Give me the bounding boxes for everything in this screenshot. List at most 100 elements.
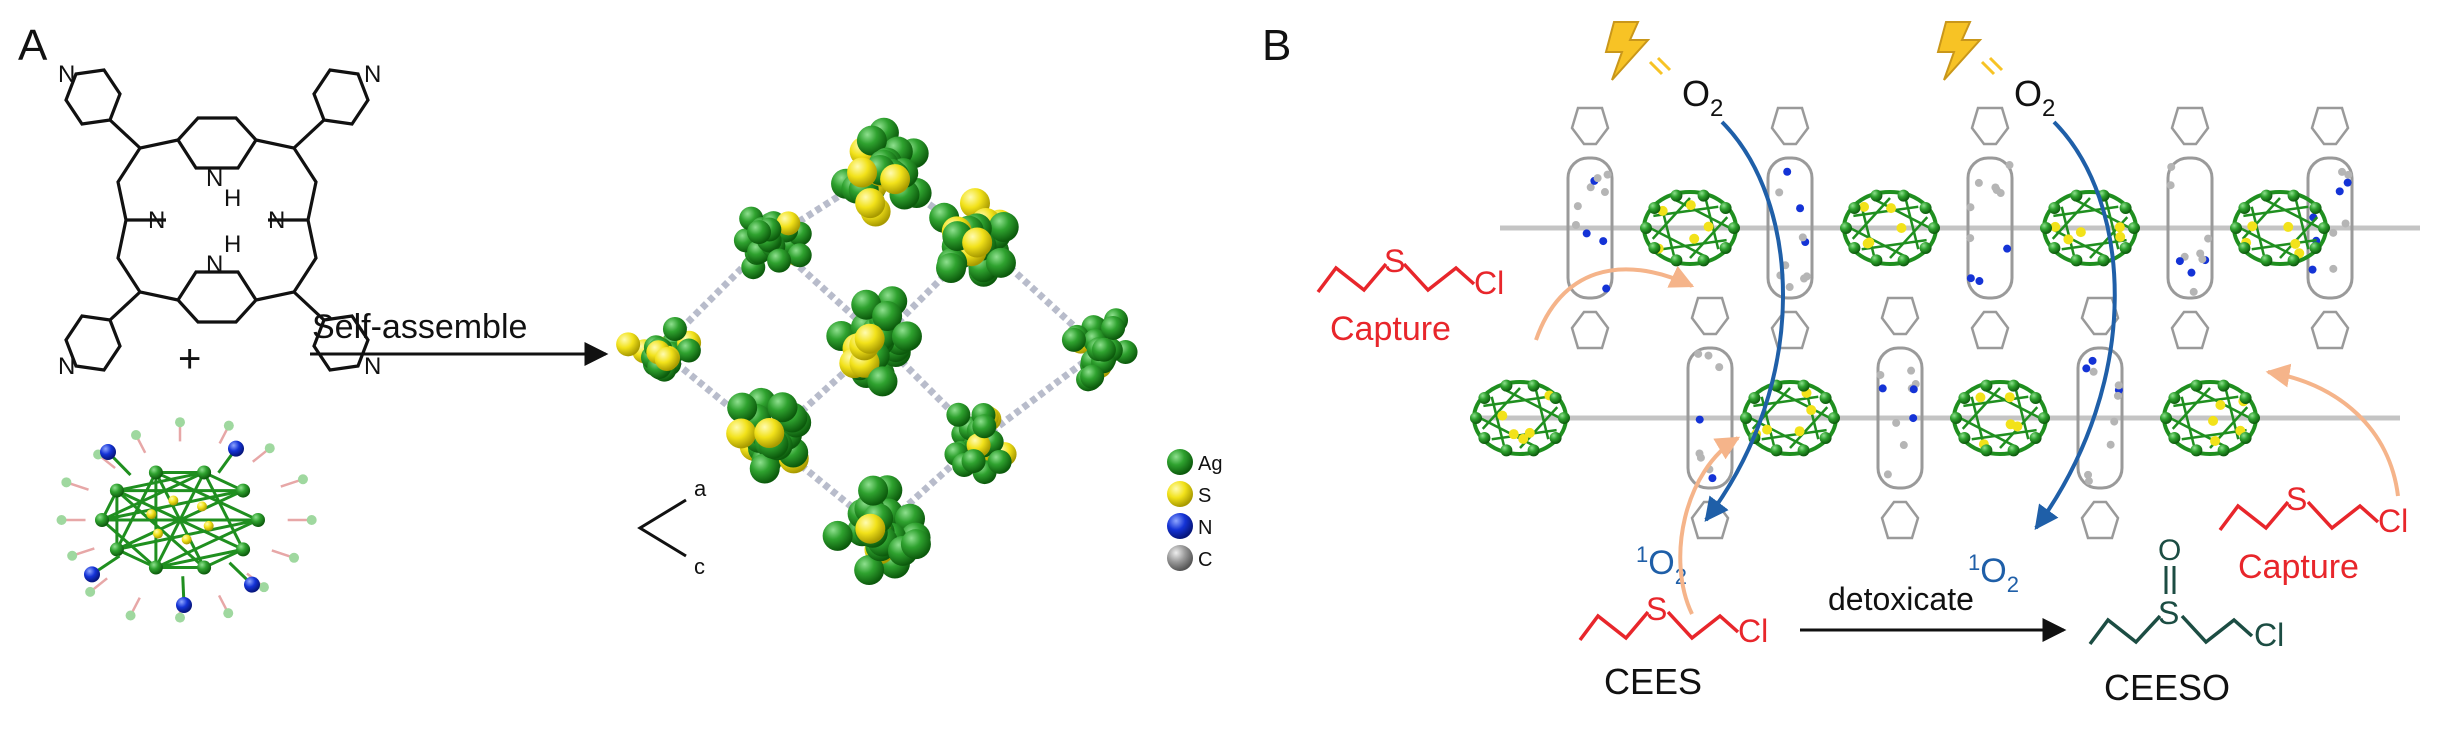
chain-atom bbox=[2166, 181, 2175, 190]
chain-atom bbox=[1694, 349, 1703, 358]
chain-ag-atom bbox=[1958, 431, 1971, 444]
capture-label-left: Capture bbox=[1330, 310, 1451, 348]
chain-atom bbox=[1571, 220, 1580, 229]
cluster-ag-atom bbox=[251, 513, 265, 527]
cluster-ag-atom bbox=[197, 465, 212, 480]
chain-ag-atom bbox=[2168, 431, 2181, 444]
reaction-label: detoxicate bbox=[1828, 581, 1974, 617]
chain-ag-atom bbox=[2048, 202, 2061, 215]
chain-s-atom bbox=[2114, 222, 2125, 233]
chain-ag-bond bbox=[1961, 387, 2001, 430]
chain-ag-atom bbox=[1848, 241, 1861, 254]
chain-ag-atom bbox=[1928, 222, 1940, 234]
framework-ag-atom bbox=[676, 338, 701, 363]
chain-atom bbox=[2113, 391, 2122, 400]
chain-s-atom bbox=[1524, 427, 1535, 438]
chain-s-atom bbox=[1508, 429, 1519, 440]
ligand-atom bbox=[125, 610, 136, 621]
chain-pyridyl bbox=[1770, 106, 1810, 146]
ceeso-chlorine: Cl bbox=[2254, 617, 2284, 653]
chain-atom bbox=[2189, 287, 2198, 296]
chain-ag-atom bbox=[1719, 241, 1732, 254]
ligand-atom bbox=[175, 612, 185, 623]
cluster-n-atom bbox=[244, 576, 260, 593]
chain-ag-atom bbox=[1470, 412, 1482, 424]
chain-atom bbox=[1573, 202, 1582, 211]
chain-pyridyl bbox=[1690, 500, 1730, 540]
chain-ag-atom bbox=[1919, 241, 1932, 254]
chain-ag-atom bbox=[1919, 202, 1932, 215]
ligand-atom bbox=[306, 515, 317, 525]
ligand-atom bbox=[56, 515, 67, 525]
chain-atom bbox=[1582, 229, 1591, 238]
chain-ag-bond bbox=[1851, 197, 1891, 240]
ligand-atom bbox=[264, 443, 275, 454]
chain-atom bbox=[1603, 170, 1612, 179]
chain-s-atom bbox=[1518, 433, 1529, 444]
cluster-n-atom bbox=[176, 597, 192, 613]
chain-pyridyl bbox=[2170, 310, 2210, 350]
self-assemble-label: Self-assemble bbox=[312, 308, 527, 346]
capture-label-right: Capture bbox=[2238, 548, 2359, 586]
chain-pyridyl bbox=[2080, 500, 2120, 540]
chain-atom bbox=[2198, 255, 2207, 264]
cees-reactant-structure: S Cl bbox=[1578, 591, 1768, 649]
chain-ag-atom bbox=[1748, 392, 1761, 405]
chain-atom bbox=[1876, 370, 1885, 379]
chain-ag-atom bbox=[2038, 412, 2050, 424]
chain-porphyrin bbox=[1966, 156, 2014, 300]
chain-ag-atom bbox=[1819, 392, 1832, 405]
chain-ag-atom bbox=[2029, 431, 2042, 444]
chain-s-atom bbox=[2063, 234, 2074, 245]
singlet-oxygen-label-2: 1O2 bbox=[1968, 550, 2019, 597]
chain-ag-atom bbox=[1648, 241, 1661, 254]
chain-ag-atom bbox=[2318, 222, 2330, 234]
cluster-bond bbox=[116, 548, 157, 569]
chain-atom bbox=[1704, 351, 1713, 360]
chain-atom bbox=[2003, 244, 2012, 253]
chain-ag-atom bbox=[2217, 444, 2230, 457]
chain-atom bbox=[1715, 363, 1724, 372]
framework-ag-atom bbox=[936, 252, 967, 283]
chain-pyridyl bbox=[1770, 310, 1810, 350]
chain-pyridyl bbox=[1570, 310, 1610, 350]
chain-ag-atom bbox=[2119, 202, 2132, 215]
cluster-bond bbox=[116, 489, 244, 551]
chain-atom bbox=[1800, 274, 1809, 283]
chain-atom bbox=[1798, 233, 1807, 242]
framework-ag-atom bbox=[787, 243, 812, 268]
chain-ag-atom bbox=[1648, 202, 1661, 215]
chain-ag-atom bbox=[1797, 379, 1810, 392]
chain-ag-atom bbox=[2070, 254, 2083, 267]
chain-ag-atom bbox=[1719, 202, 1732, 215]
chain-atom bbox=[2338, 167, 2347, 176]
chain-pyridyl bbox=[1970, 106, 2010, 146]
chain-ag-atom bbox=[2128, 222, 2140, 234]
chain-ag-atom bbox=[1958, 392, 1971, 405]
capture-arrow-bottom bbox=[1678, 436, 1741, 615]
framework-s-atom bbox=[616, 332, 641, 357]
legend-ag-swatch bbox=[1167, 449, 1193, 475]
chain-ag-atom bbox=[1549, 431, 1562, 444]
framework-linker bbox=[977, 347, 1103, 443]
chain-pyridyl bbox=[1970, 310, 2010, 350]
chain-s-atom bbox=[2247, 221, 2258, 232]
chain-ag-atom bbox=[1870, 189, 1883, 202]
chain-atom bbox=[1785, 283, 1794, 292]
chain-ag-atom bbox=[1500, 379, 1513, 392]
chain-atom bbox=[1783, 167, 1792, 176]
chain-ag-atom bbox=[1697, 254, 1710, 267]
ligand-atom bbox=[223, 420, 234, 431]
framework-ag-atom bbox=[900, 529, 931, 560]
legend-s-swatch bbox=[1167, 481, 1193, 507]
core-n-top: N bbox=[206, 165, 223, 192]
framework-s-atom bbox=[754, 418, 785, 449]
cluster-ag-atom bbox=[95, 513, 109, 527]
framework-ag-atom bbox=[856, 125, 887, 156]
framework-s-atom bbox=[962, 227, 993, 258]
chain-porphyrin bbox=[1766, 156, 1814, 300]
chain-s-atom bbox=[2004, 392, 2015, 403]
chain-porphyrin bbox=[1566, 156, 1614, 300]
chain-s-atom bbox=[1975, 392, 1986, 403]
chain-ag-atom bbox=[1897, 254, 1910, 267]
